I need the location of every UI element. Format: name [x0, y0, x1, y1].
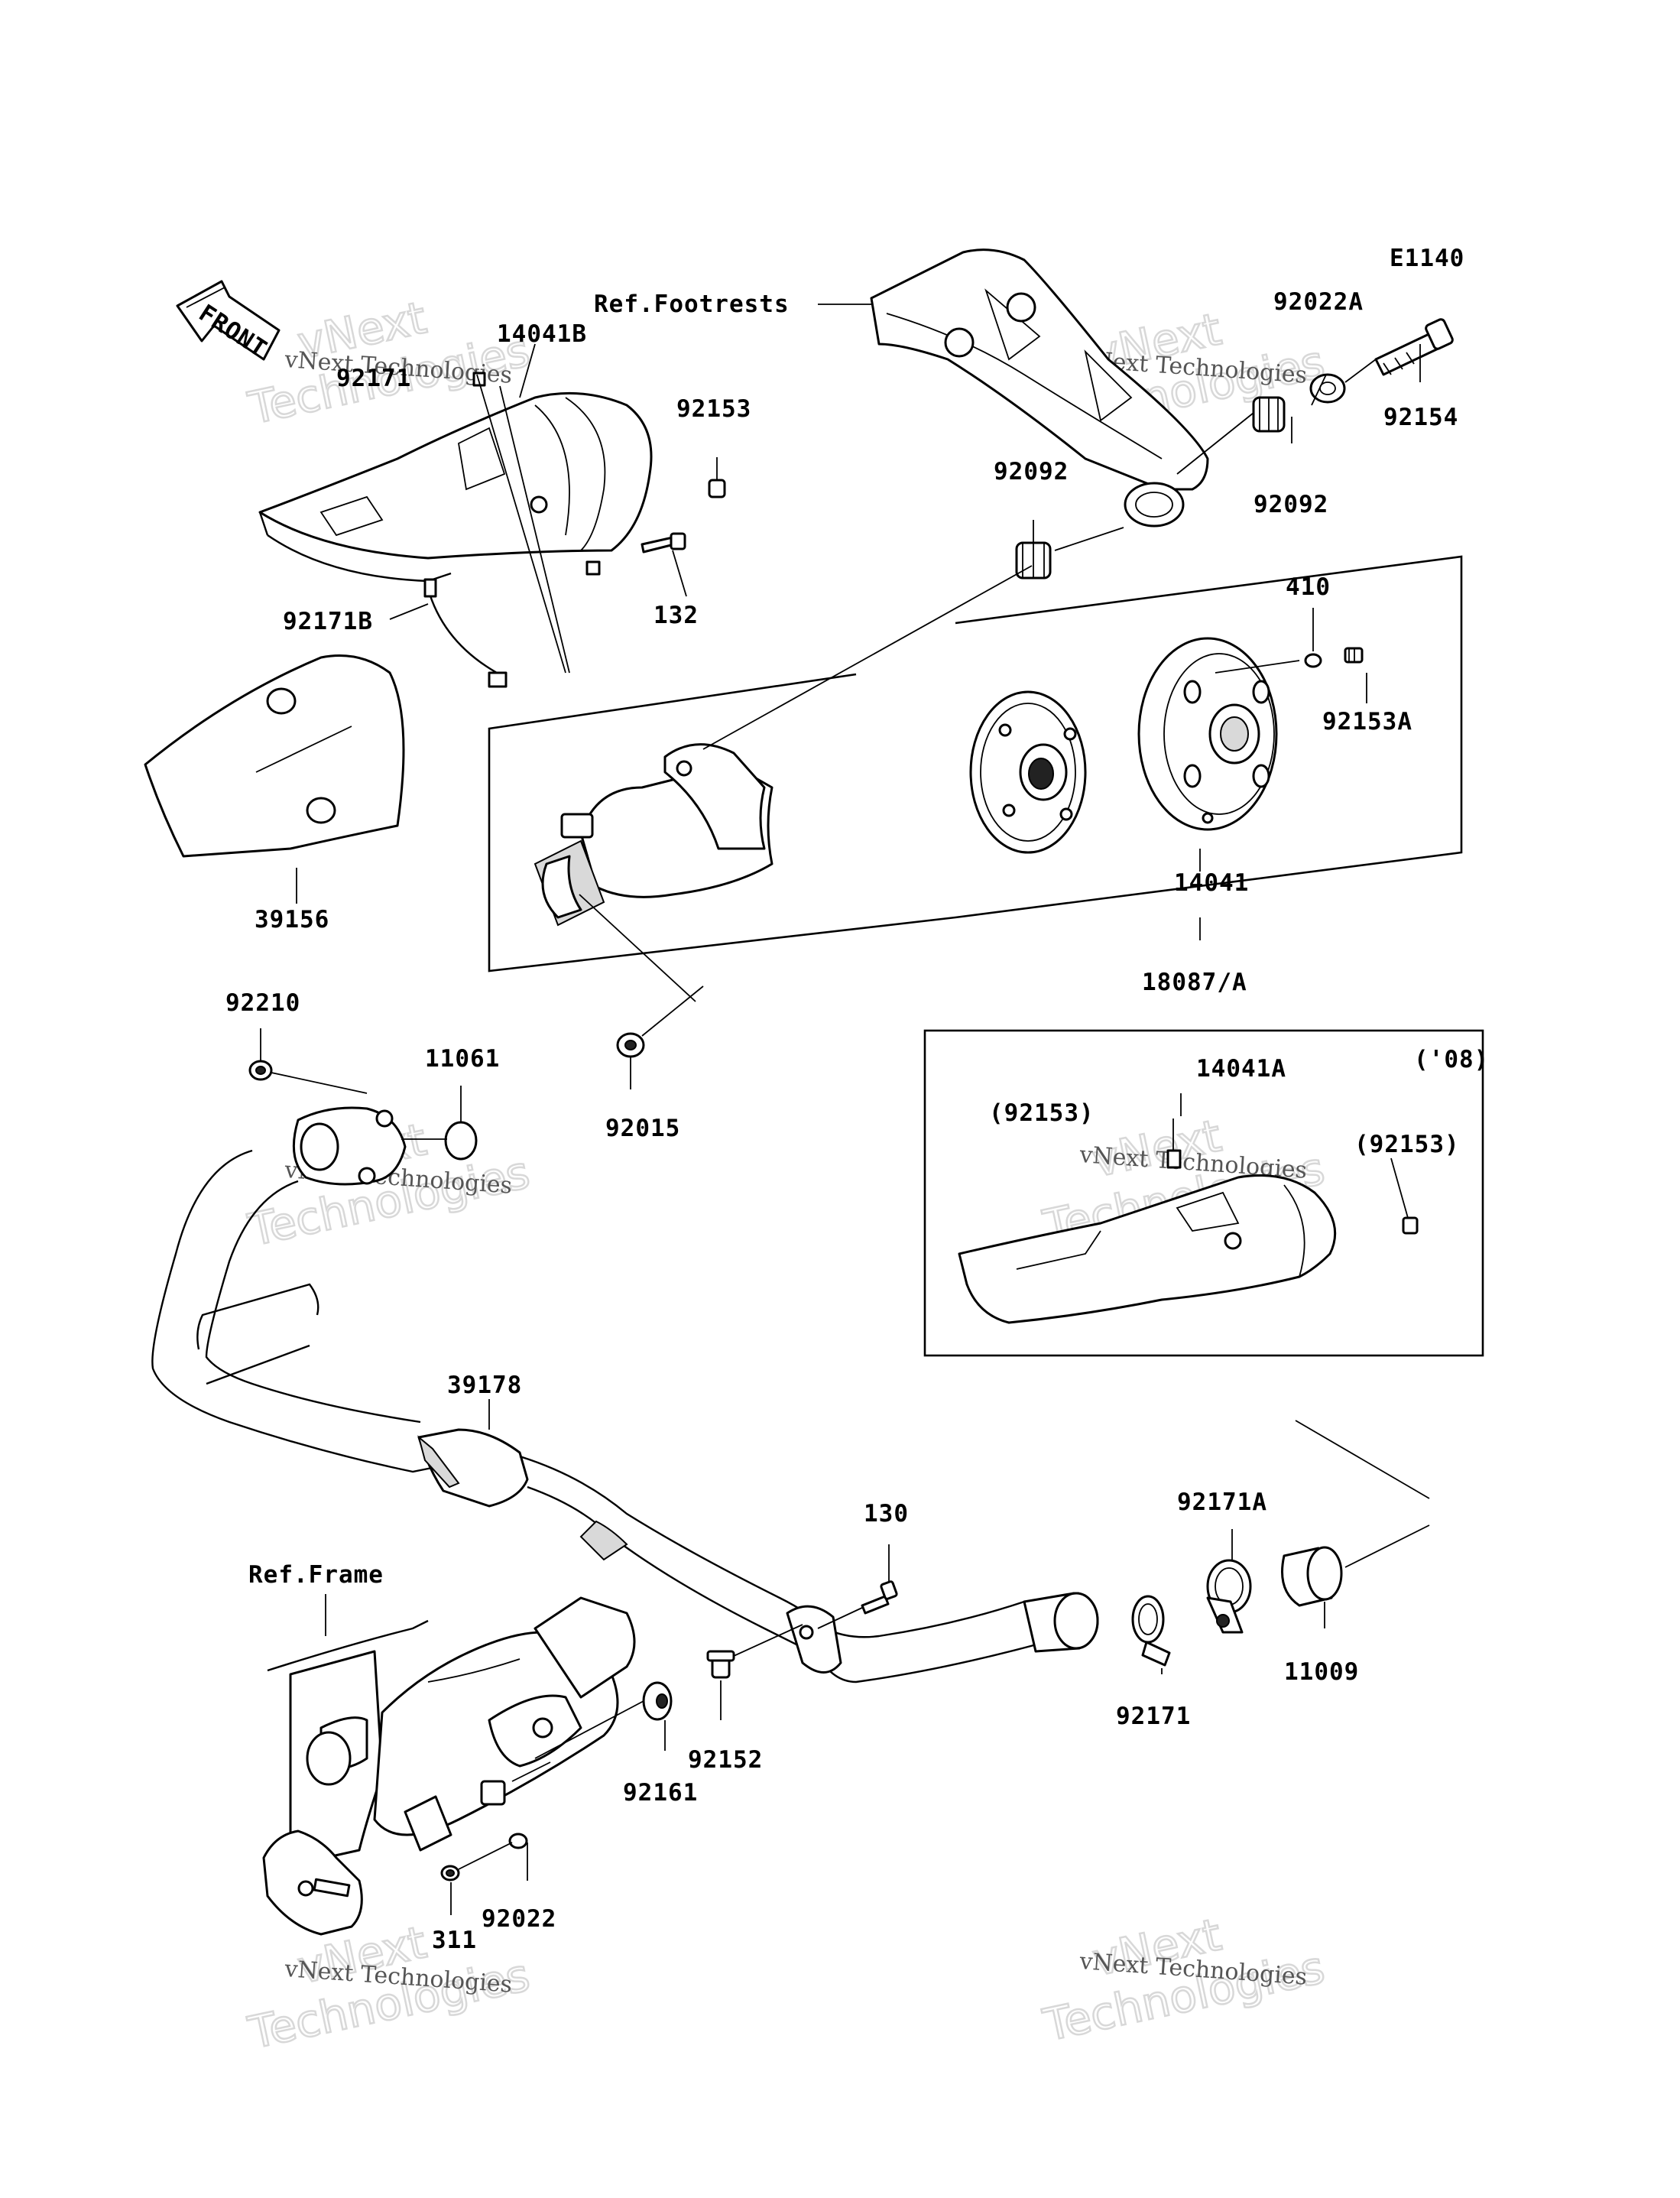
inset-box-08 — [923, 1029, 1484, 1357]
ref-frame-label: Ref.Frame — [248, 1561, 384, 1589]
clamp-band-92171b — [423, 578, 508, 688]
heat-protector-39156 — [144, 654, 405, 858]
part-label-11061: 11061 — [425, 1045, 500, 1073]
nut-92153 — [708, 479, 726, 498]
ref-footrests-label: Ref.Footrests — [594, 291, 790, 318]
muffler-body — [534, 743, 774, 927]
footrest-bracket — [870, 248, 1209, 528]
part-label-132: 132 — [654, 602, 699, 629]
end-cap-inner — [969, 690, 1087, 854]
part-label-92153: 92153 — [676, 395, 751, 423]
part-label-14041a: 14041A — [1196, 1055, 1286, 1083]
part-label-92171-top: 92171 — [336, 365, 411, 392]
part-label-92154: 92154 — [1383, 404, 1458, 431]
part-label-14041: 14041 — [1174, 869, 1249, 897]
part-label-92171: 92171 — [1116, 1703, 1191, 1730]
end-cap-outer-14041 — [1137, 637, 1278, 831]
part-labels: E1140 Ref.Footrests 14041B 92171 92153 1… — [225, 245, 1489, 1954]
nut-92210 — [248, 1060, 273, 1081]
bolt-130 — [861, 1580, 898, 1615]
collar-92152 — [706, 1650, 735, 1679]
part-label-14041b: 14041B — [497, 320, 587, 348]
clamp-92171 — [1131, 1595, 1171, 1667]
part-label-311: 311 — [432, 1927, 477, 1954]
frame-section — [262, 1596, 636, 1936]
part-label-92022a: 92022A — [1273, 288, 1364, 316]
part-label-92092-a: 92092 — [994, 458, 1069, 485]
year-note-label: ('08) — [1414, 1046, 1489, 1073]
part-label-410: 410 — [1286, 573, 1331, 601]
part-label-39178: 39178 — [447, 1372, 522, 1399]
nut-311 — [440, 1865, 460, 1881]
bolt-132 — [641, 532, 686, 554]
part-label-92015: 92015 — [605, 1115, 680, 1142]
gasket-11061 — [444, 1121, 478, 1161]
part-label-92171a: 92171A — [1177, 1489, 1267, 1516]
nut-92015 — [616, 1032, 645, 1058]
grommet-92161 — [642, 1681, 673, 1721]
header-pipe-39178 — [151, 1106, 1099, 1683]
washer-92022a — [1309, 373, 1346, 404]
muffler-assembly-outline — [488, 555, 1463, 972]
part-label-92152: 92152 — [688, 1746, 763, 1774]
front-direction-arrow: FRONT — [176, 280, 281, 363]
part-label-92153a: 92153A — [1322, 708, 1412, 735]
part-label-92022: 92022 — [482, 1905, 556, 1933]
part-label-92153-paren-b: (92153) — [1354, 1131, 1460, 1158]
washer-410 — [1304, 653, 1322, 668]
bushing-92092-upper — [1252, 396, 1286, 433]
part-label-18087a: 18087/A — [1142, 969, 1247, 996]
part-label-39156: 39156 — [255, 906, 329, 933]
screw-92171-top — [472, 372, 486, 387]
bushing-92092-lower — [1015, 541, 1052, 580]
leader-lines — [260, 304, 1430, 1915]
screw-92153a — [1344, 647, 1364, 664]
part-label-92092-b: 92092 — [1254, 491, 1328, 518]
part-label-92153-paren-a: (92153) — [989, 1099, 1095, 1127]
part-label-92210: 92210 — [225, 989, 300, 1017]
washer-92022 — [508, 1833, 528, 1849]
part-label-11009: 11009 — [1284, 1658, 1359, 1686]
bolt-92154 — [1374, 318, 1454, 376]
part-label-92161: 92161 — [623, 1779, 698, 1807]
gasket-11009 — [1281, 1546, 1343, 1607]
part-label-130: 130 — [864, 1500, 909, 1528]
part-label-92171b: 92171B — [283, 608, 373, 635]
clamp-92171a — [1206, 1559, 1252, 1634]
diagram-code-label: E1140 — [1390, 245, 1464, 272]
heat-shield-14041b — [258, 391, 653, 583]
